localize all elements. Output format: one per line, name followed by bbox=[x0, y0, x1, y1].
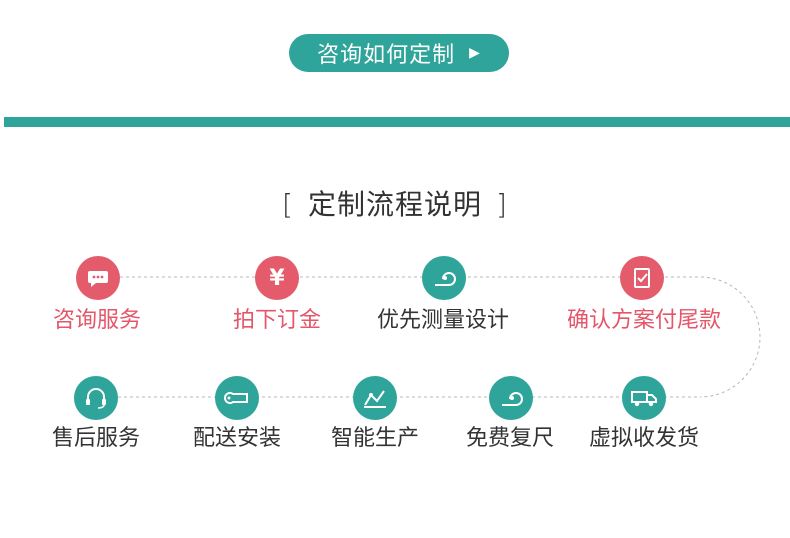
step-pay-deposit-label: 拍下订金 bbox=[232, 308, 322, 333]
step-smart-production-label: 智能生产 bbox=[330, 426, 420, 451]
step-virtual-shipping-label: 虚拟收发货 bbox=[588, 426, 700, 451]
machine-arm-icon bbox=[353, 376, 397, 420]
consult-button-label: 咨询如何定制 bbox=[317, 43, 456, 68]
tape-measure-icon bbox=[422, 256, 466, 300]
step-consult-service-label: 咨询服务 bbox=[52, 308, 142, 333]
tape-measure-icon bbox=[489, 376, 533, 420]
step-after-sales-label: 售后服务 bbox=[51, 426, 141, 451]
step-free-remeasure-label: 免费复尺 bbox=[465, 426, 555, 451]
play-arrow-icon: ▶ bbox=[469, 45, 481, 61]
truck-icon bbox=[622, 376, 666, 420]
section-divider-bar bbox=[4, 117, 790, 127]
headset-icon bbox=[74, 376, 118, 420]
checklist-icon bbox=[620, 256, 664, 300]
consult-customization-button[interactable]: 咨询如何定制 ▶ bbox=[289, 34, 509, 72]
section-title: [ 定制流程说明] bbox=[0, 183, 790, 223]
bracket-left: [ bbox=[282, 188, 294, 221]
step-measure-design-label: 优先测量设计 bbox=[376, 308, 510, 333]
chat-icon bbox=[76, 256, 120, 300]
step-delivery-install-label: 配送安装 bbox=[192, 426, 282, 451]
step-confirm-plan-label: 确认方案付尾款 bbox=[566, 308, 722, 333]
yen-icon: ¥ bbox=[255, 256, 299, 300]
section-title-text: 定制流程说明 bbox=[307, 188, 482, 221]
wrench-icon bbox=[215, 376, 259, 420]
bracket-right: ] bbox=[496, 188, 508, 221]
